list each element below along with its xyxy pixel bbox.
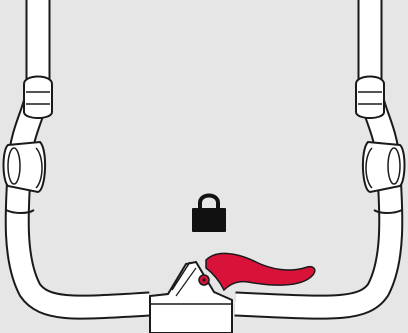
- right-upper-clamp: [355, 75, 385, 119]
- left-upper-clamp: [23, 75, 53, 119]
- brake-lever-icon: [198, 252, 316, 292]
- right-hinge-knob: [362, 140, 406, 194]
- right-frame-tube: [234, 0, 404, 320]
- right-tube-ring: [373, 209, 403, 214]
- left-tube-ring: [5, 209, 35, 214]
- left-hinge-knob: [2, 140, 46, 194]
- central-latch-housing: [149, 260, 233, 333]
- lock-icon: [192, 193, 226, 232]
- left-frame-tube: [4, 0, 151, 320]
